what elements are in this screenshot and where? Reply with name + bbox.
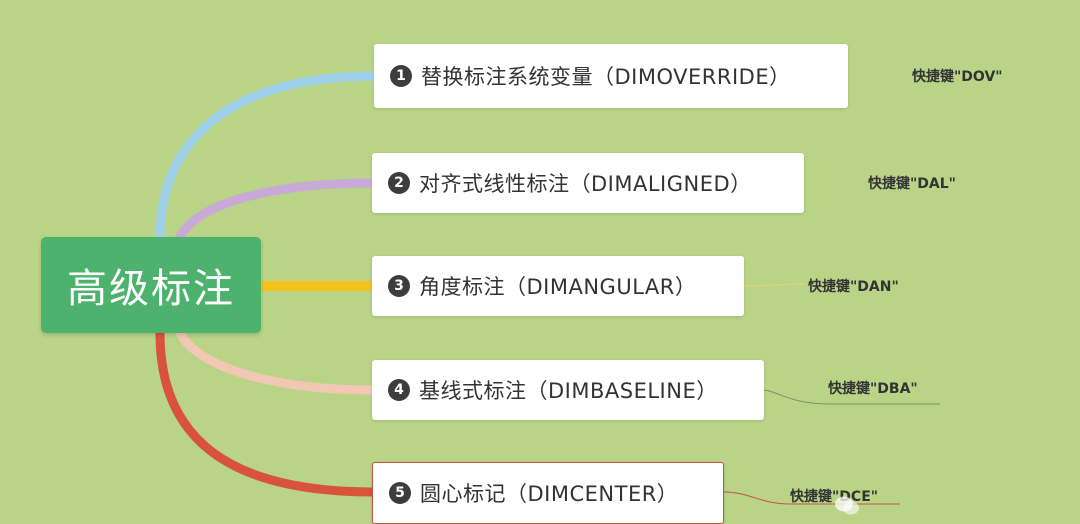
branch-label-1: 替换标注系统变量（DIMOVERRIDE） [421,65,791,89]
connector-branch-4 [175,328,379,395]
shortcut-label-1: 快捷键"DOV" [912,69,1003,85]
root-node: 高级标注 [41,237,261,333]
wechat-watermark-icon [835,496,859,515]
shortcut-label-2: 快捷键"DAL" [868,176,956,192]
connector-branch-1 [155,71,381,242]
shortcut-label-5: 快捷键"DCE" [790,489,879,505]
number-badge-5-icon: 5 [389,482,411,504]
branch-label-3: 角度标注（DIMANGULAR） [419,275,697,299]
branch-label-4: 基线式标注（DIMBASELINE） [419,379,718,403]
shortcut-connector-4 [763,389,940,405]
number-badge-2-icon: 2 [388,172,410,194]
connector-branch-2 [175,178,379,242]
branch-node-5: 5 圆心标记（DIMCENTER） [372,462,724,524]
number-badge-1-icon: 1 [390,65,412,87]
number-badge-4-icon: 4 [388,379,410,401]
branch-label-2: 对齐式线性标注（DIMALIGNED） [419,172,752,196]
branch-label-5: 圆心标记（DIMCENTER） [420,482,679,506]
shortcut-connector-3 [743,283,806,287]
branch-node-3: 3 角度标注（DIMANGULAR） [372,256,744,316]
root-label: 高级标注 [67,266,235,312]
shortcut-connector-5 [723,491,900,505]
branch-node-2: 2 对齐式线性标注（DIMALIGNED） [372,153,804,213]
shortcut-label-4: 快捷键"DBA" [828,381,918,397]
branch-node-1: 1 替换标注系统变量（DIMOVERRIDE） [374,44,848,108]
number-badge-3-icon: 3 [388,275,410,297]
branch-node-4: 4 基线式标注（DIMBASELINE） [372,360,764,420]
connector-branch-5 [155,328,379,497]
shortcut-label-3: 快捷键"DAN" [808,279,899,295]
